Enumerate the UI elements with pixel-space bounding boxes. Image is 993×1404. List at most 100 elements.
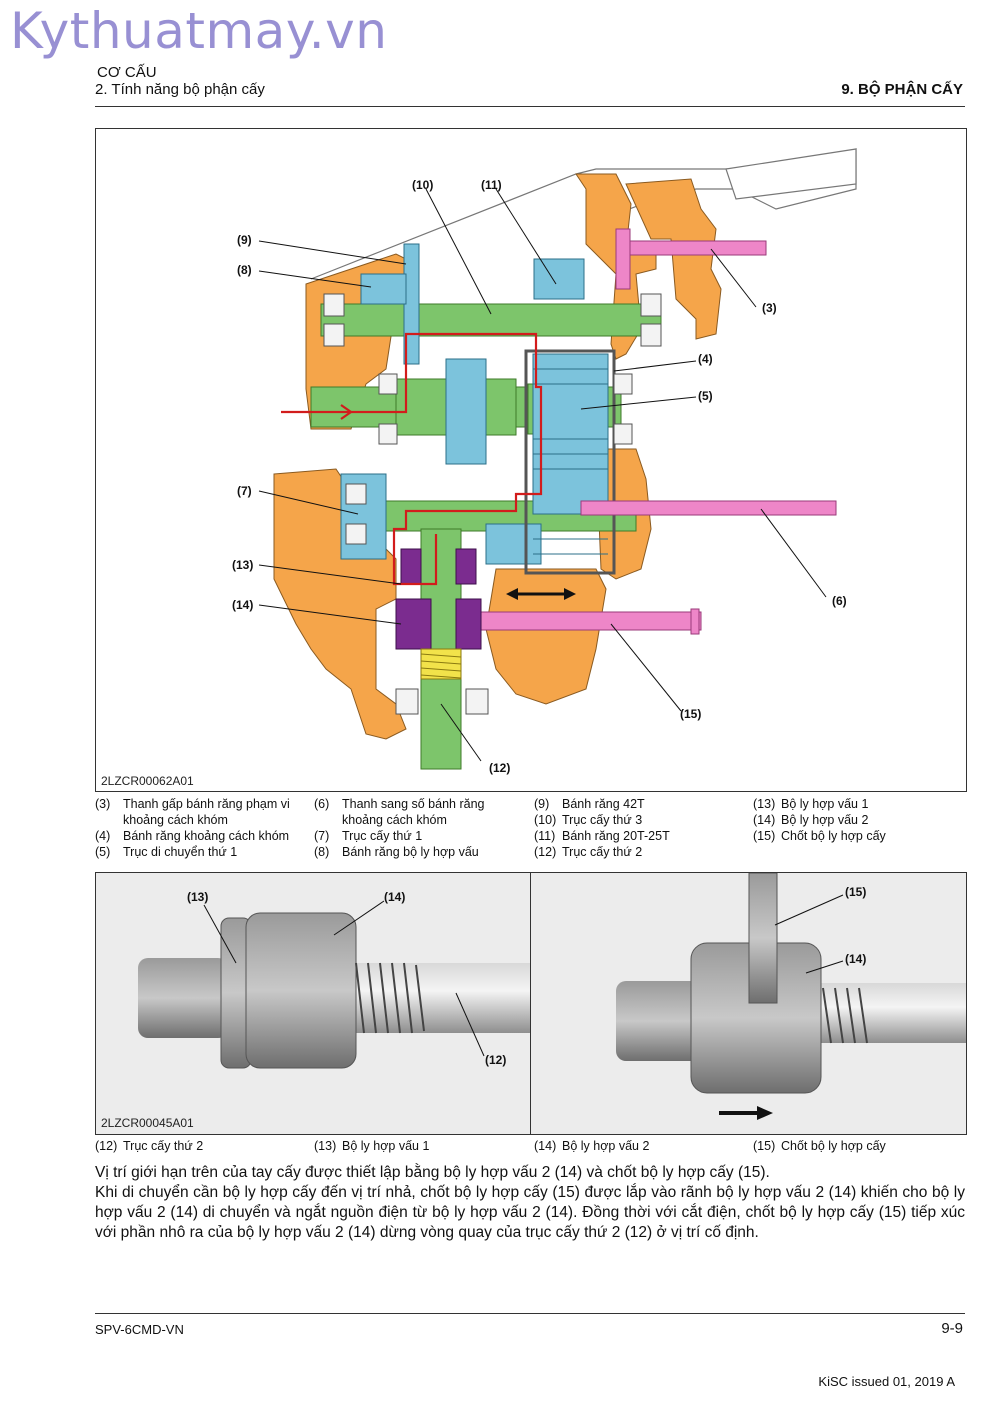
legend-text: Bộ ly hợp vấu 1 bbox=[781, 797, 869, 811]
clutch-14-photo bbox=[245, 912, 357, 1069]
legend-text: Chốt bộ ly hợp cấy bbox=[781, 829, 886, 843]
levers bbox=[460, 228, 837, 635]
issue-info: KiSC issued 01, 2019 A bbox=[818, 1374, 955, 1389]
legend-col-1: (3)Thanh gấp bánh răng phạm vi khoảng cá… bbox=[95, 796, 310, 860]
lever-15 bbox=[460, 611, 702, 631]
spring-photo bbox=[355, 962, 425, 1034]
legend-text: Bánh răng 42T bbox=[562, 797, 645, 811]
callout-15: (15) bbox=[845, 885, 867, 899]
legend-text: Trục cấy thứ 1 bbox=[342, 829, 423, 843]
transmission-cross-section bbox=[258, 148, 857, 770]
callout-6: (6) bbox=[832, 594, 847, 608]
callout-8: (8) bbox=[237, 263, 252, 277]
legend-text: Bộ ly hợp vấu 2 bbox=[781, 813, 869, 827]
body-paragraph-1: Vị trí giới hạn trên của tay cấy được th… bbox=[95, 1164, 770, 1181]
callout-9: (9) bbox=[237, 233, 252, 247]
legend-col-3: (9)Bánh răng 42T (10)Trục cấy thứ 3 (11)… bbox=[534, 796, 749, 860]
gear-8 bbox=[360, 273, 407, 305]
legend-num: (9) bbox=[534, 797, 550, 811]
arrow-right-icon bbox=[719, 1106, 773, 1120]
legend-text: Bánh răng 20T-25T bbox=[562, 829, 670, 843]
spline-end bbox=[138, 958, 228, 1038]
footer-divider bbox=[95, 1313, 965, 1314]
legend-text: Bộ ly hợp vấu 1 bbox=[342, 1139, 430, 1153]
bracket-outline bbox=[725, 148, 857, 200]
legend-num: (8) bbox=[314, 845, 330, 859]
clutch-13-right bbox=[455, 548, 477, 585]
legend-num: (5) bbox=[95, 845, 111, 859]
shaft-10 bbox=[320, 303, 662, 337]
subsection-title: 2. Tính năng bộ phận cấy bbox=[95, 81, 265, 98]
legend-text: Bộ ly hợp vấu 2 bbox=[562, 1139, 650, 1153]
transmission-diagram: (9) (8) (10) (11) (3) (4) (5) (7) (6) (1… bbox=[95, 128, 967, 792]
photo-legend-2: (13) Bộ ly hợp vấu 1 bbox=[314, 1138, 429, 1154]
housing-bottom-center bbox=[485, 568, 607, 705]
clutch-13 bbox=[400, 548, 422, 585]
page-number: 9-9 bbox=[941, 1320, 963, 1337]
callout-14: (14) bbox=[232, 598, 254, 612]
legend-num: (10) bbox=[534, 813, 557, 827]
lever-6 bbox=[580, 500, 837, 516]
clutch-14-left bbox=[395, 598, 432, 650]
legend-num: (6) bbox=[314, 797, 330, 811]
body-paragraph-2: Khi di chuyển cần bộ ly hợp cấy đến vị t… bbox=[95, 1184, 965, 1241]
callout-13: (13) bbox=[232, 558, 254, 572]
shaft-12-photo bbox=[336, 963, 530, 1033]
gear-center bbox=[445, 358, 487, 465]
leader-lines-left bbox=[203, 900, 485, 1057]
callout-4: (4) bbox=[698, 352, 713, 366]
figure-id: 2LZCR00062A01 bbox=[101, 774, 194, 788]
legend-num: (4) bbox=[95, 829, 111, 843]
legend-num: (15) bbox=[753, 829, 776, 843]
clutch-photo-right-drawing bbox=[616, 872, 966, 1120]
callout-15: (15) bbox=[680, 707, 702, 721]
lever-3-fork bbox=[615, 228, 631, 290]
spring-photo-right bbox=[822, 987, 868, 1044]
legend-text: Bánh răng bộ ly hợp vấu bbox=[342, 845, 479, 859]
watermark: Kythuatmay.vn bbox=[10, 2, 388, 60]
gears bbox=[340, 243, 609, 565]
legend-num: (3) bbox=[95, 797, 111, 811]
clutch-14-right bbox=[455, 598, 482, 650]
legend-num: (14) bbox=[753, 813, 776, 827]
clutches bbox=[395, 548, 482, 650]
legend-text: Bánh răng khoảng cách khóm bbox=[123, 829, 290, 843]
bearings bbox=[323, 293, 662, 715]
legend-col-4: (13)Bộ ly hợp vấu 1 (14)Bộ ly hợp vấu 2 … bbox=[753, 796, 965, 844]
legend-text: Trục cấy thứ 2 bbox=[562, 845, 643, 859]
photo-clutch-right: (15) (14) bbox=[530, 872, 967, 1135]
gear-4-stack bbox=[532, 353, 609, 515]
legend-num: (13) bbox=[314, 1139, 337, 1153]
callout-12: (12) bbox=[489, 761, 511, 775]
leader-lines bbox=[258, 188, 827, 762]
callout-7: (7) bbox=[237, 484, 252, 498]
movement-arrow bbox=[506, 588, 576, 600]
pin-15-photo bbox=[748, 872, 778, 1004]
clutch-photo-left-drawing bbox=[138, 900, 530, 1069]
gear-stack-teeth bbox=[533, 368, 608, 555]
legend-num: (11) bbox=[534, 829, 556, 843]
callout-5: (5) bbox=[698, 389, 713, 403]
callout-3: (3) bbox=[762, 301, 777, 315]
shaft-photo-right bbox=[801, 983, 966, 1043]
leader-lines-right bbox=[774, 894, 844, 974]
photo-legend-3: (14) Bộ ly hợp vấu 2 bbox=[534, 1138, 649, 1154]
lever-3 bbox=[620, 240, 767, 256]
power-flow-path bbox=[281, 332, 543, 586]
legend-text: Thanh sang số bánh răng khoảng cách khóm bbox=[342, 797, 485, 827]
section-title: CƠ CẤU bbox=[97, 64, 157, 81]
legend-num: (12) bbox=[534, 845, 557, 859]
housing-top-right bbox=[625, 178, 722, 340]
photo-legend-1: (12)Trục cấy thứ 2 bbox=[95, 1138, 203, 1154]
callout-14: (14) bbox=[384, 890, 406, 904]
power-flow-arrow bbox=[340, 404, 353, 420]
legend-num: (12) bbox=[95, 1139, 118, 1153]
legend-num: (14) bbox=[534, 1139, 557, 1153]
spring bbox=[420, 648, 462, 680]
callout-10: (10) bbox=[412, 178, 434, 192]
legend-num: (15) bbox=[753, 1139, 776, 1153]
legend-col-2: (6) Thanh sang số bánh răng khoảng cách k… bbox=[314, 796, 529, 860]
legend-num: (13) bbox=[753, 797, 776, 811]
callout-11: (11) bbox=[481, 178, 502, 192]
chapter-title: 9. BỘ PHẬN CẤY bbox=[841, 81, 963, 98]
